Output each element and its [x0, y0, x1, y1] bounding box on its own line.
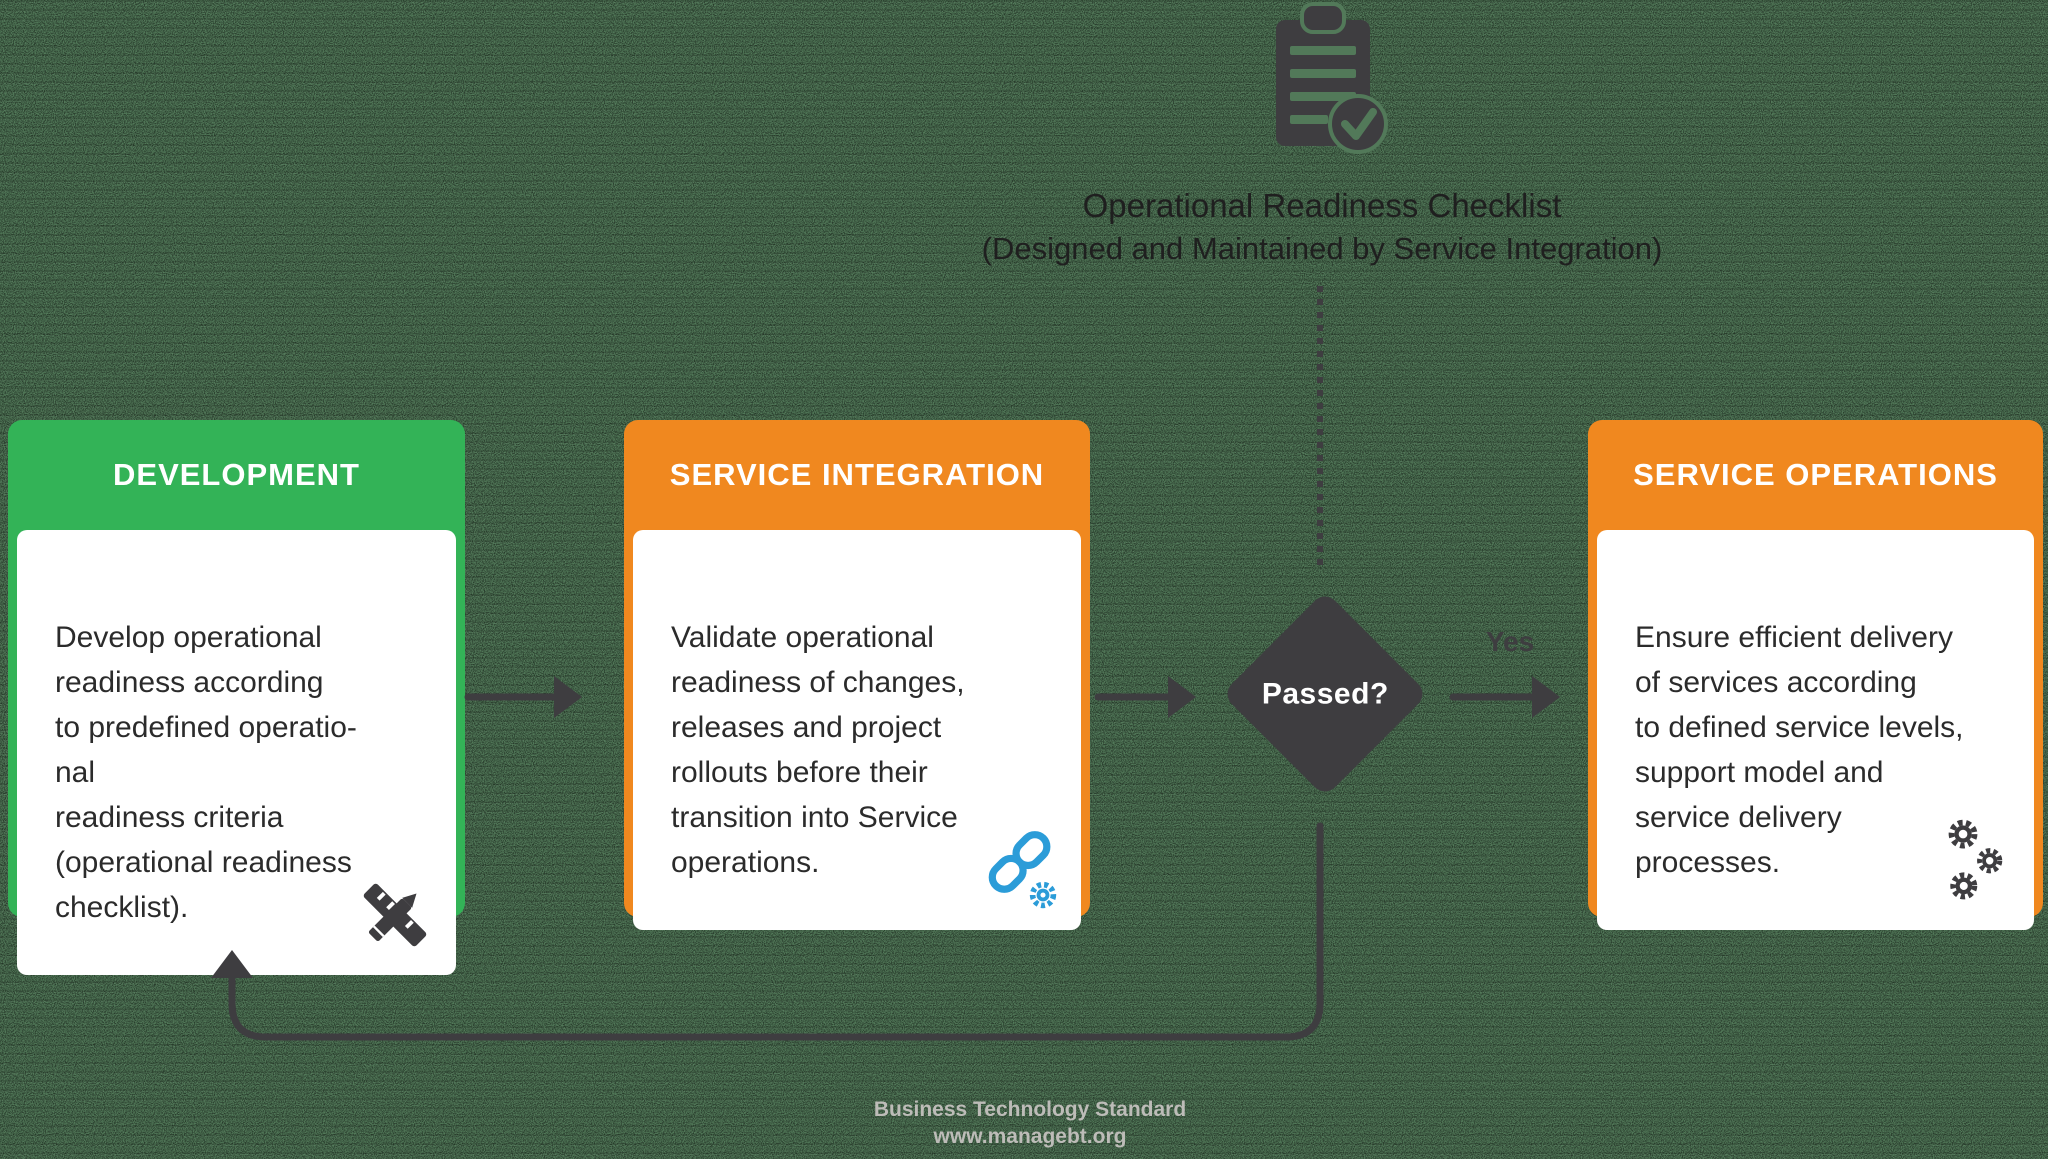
yes-branch-label: Yes: [1485, 626, 1535, 657]
card-service-integration-text: Validate operational readiness of change…: [671, 621, 965, 879]
chain-link-gear-icon: [988, 831, 1057, 909]
card-development: DEVELOPMENT Develop operational readines…: [8, 420, 465, 975]
arrow-development-to-integration: [464, 676, 582, 718]
decision-diamond: Passed?: [1221, 590, 1429, 798]
arrow-integration-to-decision: [1094, 676, 1196, 718]
card-development-body: Develop operational readiness according …: [17, 530, 456, 975]
card-service-operations-text: Ensure efficient delivery of services ac…: [1635, 621, 1964, 879]
card-service-integration-title: SERVICE INTEGRATION: [669, 457, 1045, 492]
card-service-operations-title: SERVICE OPERATIONS: [1633, 457, 1998, 492]
card-service-integration: SERVICE INTEGRATION Validate operational…: [624, 420, 1090, 930]
card-development-title: DEVELOPMENT: [113, 457, 360, 492]
arrow-decision-to-operations: [1449, 676, 1560, 718]
checklist-caption: Operational Readiness Checklist (Designe…: [922, 184, 1722, 270]
card-service-operations-body: Ensure efficient delivery of services ac…: [1597, 530, 2034, 930]
footer: Business Technology Standard www.manageb…: [830, 1096, 1230, 1150]
gears-icon: [1948, 819, 2003, 900]
card-service-integration-body: Validate operational readiness of change…: [633, 530, 1081, 930]
footer-line1: Business Technology Standard: [873, 1098, 1187, 1121]
pencil-ruler-icon: [363, 883, 427, 947]
card-service-operations: SERVICE OPERATIONS Ensure efficient deli…: [1588, 420, 2043, 930]
card-development-text: Develop operational readiness according …: [55, 621, 357, 924]
clipboard-check-icon: [1276, 2, 1388, 154]
checklist-title: Operational Readiness Checklist: [1082, 187, 1562, 224]
footer-line2: www.managebt.org: [933, 1125, 1127, 1148]
decision-label: Passed?: [1261, 677, 1389, 710]
checklist-subtitle: (Designed and Maintained by Service Inte…: [981, 231, 1663, 266]
